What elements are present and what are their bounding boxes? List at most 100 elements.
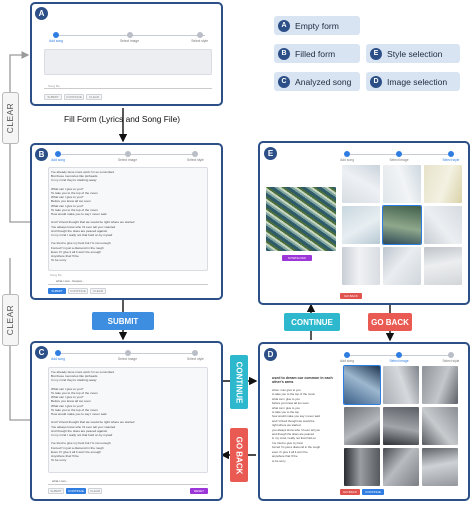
image-thumbnail[interactable] — [424, 206, 462, 244]
image-thumbnail[interactable] — [422, 448, 458, 486]
go-back-button[interactable]: GO BACK — [340, 489, 360, 495]
legend-style-selection: E Style selection — [366, 44, 460, 63]
lyric-line: What can I give to you? — [51, 395, 84, 400]
panel-filled-form: B Add song Select image Select style I'v… — [30, 143, 223, 300]
lyric-line: To take you to the top of the moon — [51, 391, 98, 396]
image-thumbnail[interactable] — [383, 448, 419, 486]
panel-style-selection: E Add song Select image Select style DOW… — [258, 141, 470, 305]
clear-button[interactable]: CLEAR — [88, 488, 102, 494]
download-button[interactable]: DOWNLOAD — [282, 255, 312, 261]
lyric-line: you always know who i'd ever tell you — [272, 427, 320, 432]
stepper: Add song Select image Select style — [51, 350, 204, 364]
stepper: Add song Select image Select style — [46, 32, 213, 46]
lyric-line: Forced I'm just a diamond in the rough — [51, 445, 104, 450]
submit-button[interactable]: SUBMIT — [48, 488, 64, 494]
image-thumbnail[interactable] — [383, 247, 421, 285]
lyrics-text: I've already done more work I'm so commi… — [51, 370, 206, 472]
step-select-image[interactable]: Select image — [108, 350, 148, 361]
lyric-line: And though the skies are peaced against — [51, 428, 108, 433]
analysis-title: used to dream our common in each other's… — [272, 376, 333, 385]
lyric-line: even if i give it all it won't be — [272, 449, 308, 454]
continue-button[interactable]: CONTINUE — [68, 288, 88, 294]
clear-button[interactable]: CLEAR — [90, 288, 106, 294]
lyrics-input[interactable] — [44, 49, 212, 75]
step-add-song[interactable]: Add song — [327, 352, 367, 363]
panel-badge: D — [264, 348, 277, 361]
step-select-image[interactable]: Select image — [108, 151, 148, 162]
panel-badge: A — [35, 7, 48, 20]
image-thumbnail[interactable] — [424, 247, 462, 285]
step-select-style[interactable]: Select style — [431, 352, 468, 363]
continue-button[interactable]: CONTINUE — [66, 488, 86, 494]
step-add-song[interactable]: Add song — [36, 32, 76, 43]
stepper: Add song Select image Select style — [51, 151, 204, 165]
image-thumbnail[interactable] — [383, 407, 419, 445]
image-thumbnail[interactable] — [344, 448, 380, 486]
lyric-line: But these memories like pinheads — [51, 374, 98, 379]
lyric-line: when i can give to you — [272, 388, 301, 392]
go-back-tag-left: GO BACK — [230, 428, 248, 482]
step-select-style[interactable]: Select style — [431, 151, 468, 162]
panel-empty-form: A Add song Select image Select style Lyr… — [30, 2, 223, 106]
continue-tag-right: CONTINUE — [284, 313, 340, 331]
lyrics-input[interactable] — [48, 367, 208, 473]
clear-label-bottom: CLEAR — [2, 294, 19, 346]
continue-button[interactable]: CONTINUE — [64, 94, 84, 100]
image-thumbnail[interactable] — [343, 365, 381, 405]
lyric-line: and though the skies are peaced — [272, 432, 314, 437]
lyric-line: Even if I give it all it won't be enough — [51, 449, 101, 454]
legend-image-selection: D Image selection — [366, 72, 460, 91]
go-back-button[interactable]: GO BACK — [340, 293, 362, 299]
step-select-image[interactable]: Select image — [379, 352, 419, 363]
clear-button[interactable]: CLEAR — [86, 94, 102, 100]
lyrics-text: I've already done more work I'm so commi… — [51, 170, 206, 270]
lyric-line: Before you knew all too soon — [51, 399, 91, 404]
lyric-line: forced i'm just a diamond in the rough — [272, 445, 321, 450]
image-thumbnail[interactable] — [344, 407, 380, 445]
step-select-style[interactable]: Select style — [175, 151, 215, 162]
lyric-line: anywhere that i'll be — [272, 454, 298, 459]
lyrics-input[interactable] — [48, 167, 208, 271]
image-thumbnail[interactable] — [342, 165, 380, 203]
image-thumbnail[interactable] — [422, 366, 458, 404]
lyric-line: In my mind I really not that hold on by … — [51, 433, 113, 438]
submit-button[interactable]: SUBMIT — [48, 288, 66, 294]
image-thumbnail[interactable] — [342, 206, 380, 244]
legend-filled-form: B Filled form — [274, 44, 360, 63]
step-select-style[interactable]: Select style — [175, 350, 215, 361]
submit-tag: SUBMIT — [92, 312, 154, 330]
image-thumbnail[interactable] — [383, 165, 421, 203]
legend-empty-form: A Empty form — [274, 16, 360, 35]
lyric-line: in my mind i really not that hold on — [272, 436, 316, 441]
lyric-line: You always know who I'd ever tell you I … — [51, 424, 116, 429]
panel-badge: E — [264, 147, 277, 160]
lyric-line: to be sorry — [272, 458, 286, 463]
image-thumbnail[interactable] — [342, 247, 380, 285]
image-thumbnail[interactable] — [382, 205, 422, 245]
lyric-line: How would make you to say I never said — [51, 212, 107, 217]
image-thumbnail[interactable] — [422, 407, 458, 445]
lyric-line: How would make you to say I never said — [51, 412, 107, 417]
step-select-image[interactable]: Select image — [379, 151, 419, 162]
reset-button[interactable]: RESET — [190, 488, 208, 494]
lyric-line: I've tried to give my best but I'm not e… — [51, 441, 111, 446]
lyric-line: What can I give to you? — [51, 195, 84, 200]
lyric-line: And I'd lived thought that we would be r… — [51, 420, 135, 425]
lyric-line: What can I give to you? — [51, 386, 84, 391]
image-thumbnail[interactable] — [424, 165, 462, 203]
image-thumbnail[interactable] — [383, 366, 419, 404]
panel-badge: C — [35, 346, 48, 359]
step-add-song[interactable]: Add song — [327, 151, 367, 162]
continue-button[interactable]: CONTINUE — [362, 489, 384, 495]
submit-button[interactable]: SUBMIT — [44, 94, 62, 100]
step-add-song[interactable]: Add song — [38, 151, 78, 162]
lyric-line: what can i give to you — [272, 405, 300, 410]
step-select-style[interactable]: Select style — [180, 32, 220, 43]
step-select-image[interactable]: Select image — [110, 32, 150, 43]
step-add-song[interactable]: Add song — [38, 350, 78, 361]
song-file-label: Song file — [50, 273, 62, 277]
lyric-line: What can I give to you? — [51, 403, 84, 408]
lyric-line: To take you to the top of the moon — [51, 207, 98, 212]
fill-form-caption: Fill Form (Lyrics and Song File) — [64, 114, 181, 124]
